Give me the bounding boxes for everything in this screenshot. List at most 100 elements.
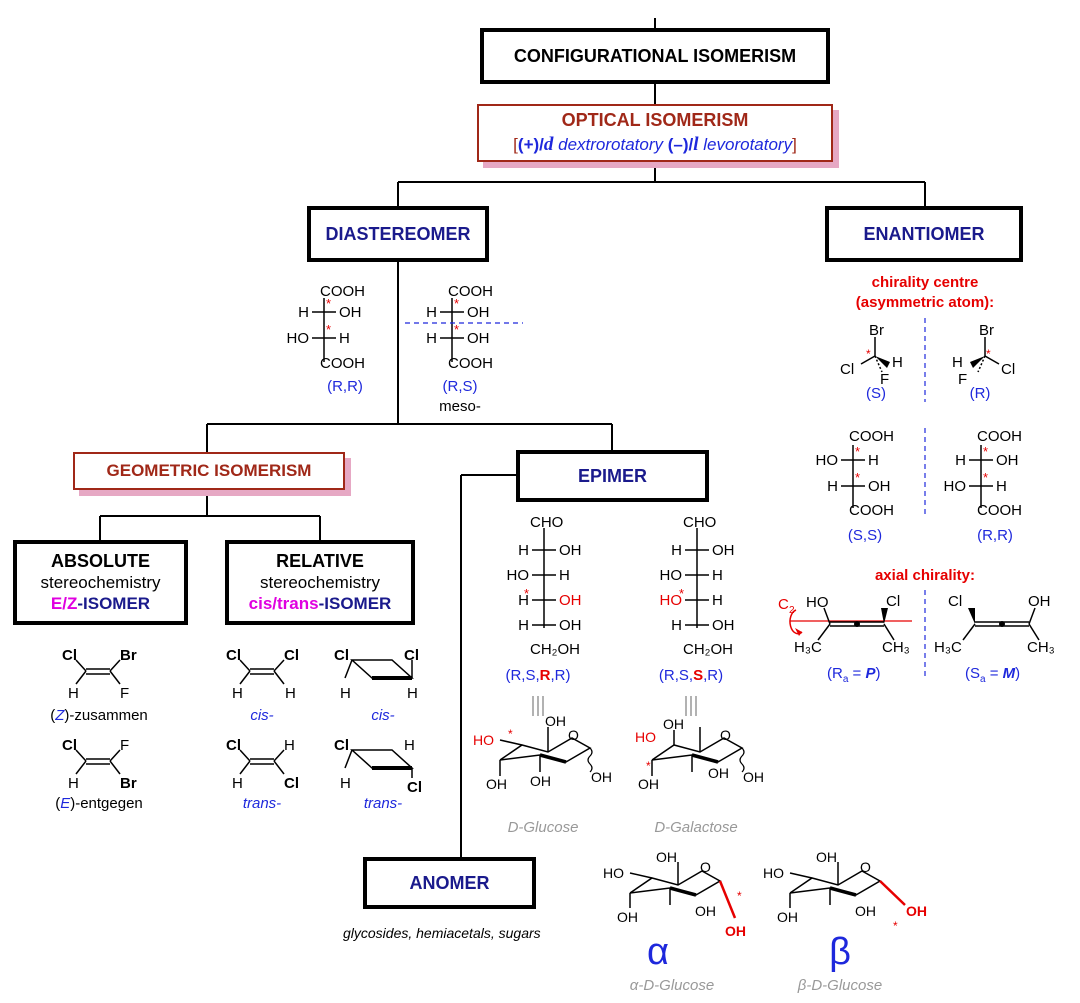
optical-isomerism-box: OPTICAL ISOMERISM [(+)/d dextrorotatory …: [477, 104, 833, 162]
epimer-box: EPIMER: [516, 450, 709, 502]
fischer-top: COOH: [320, 283, 365, 300]
atom-label: H: [68, 775, 79, 792]
beta-glucose-label: β-D-Glucose: [797, 977, 882, 994]
tartaric-rr-fischer: COOH H OH HO H COOH * * (R,R): [287, 283, 366, 395]
glucose-label: D-Glucose: [508, 819, 579, 836]
diastereomer-box: DIASTEREOMER: [307, 206, 489, 262]
stereocentre-star: *: [983, 444, 988, 459]
cis-label: cis-: [371, 707, 394, 724]
fischer-top: COOH: [849, 428, 894, 445]
svg-text:OH: OH: [725, 923, 746, 939]
atom-label: Cl: [404, 647, 419, 664]
fischer-right: H: [339, 330, 350, 347]
trans-alkene: Cl H H Cl trans-: [226, 737, 299, 812]
atom-label: Br: [869, 322, 884, 339]
axial-chirality-title: axial chirality:: [875, 567, 975, 584]
galactose-label: D-Galactose: [654, 819, 737, 836]
fischer-top: COOH: [977, 428, 1022, 445]
relative-stereochemistry-box: RELATIVE stereochemistry cis/trans-ISOME…: [225, 540, 415, 625]
atom-label: H: [404, 737, 415, 754]
chirality-centre-title: (asymmetric atom):: [856, 294, 994, 311]
stereocentre-star: *: [855, 470, 860, 485]
root-label: CONFIGURATIONAL ISOMERISM: [513, 45, 797, 66]
configurational-isomerism-box: CONFIGURATIONAL ISOMERISM: [480, 28, 830, 84]
stereocentre-star: *: [524, 586, 529, 601]
atom-label: Cl: [62, 647, 77, 664]
svg-text:OH: OH: [656, 849, 677, 865]
svg-text:*: *: [893, 919, 898, 933]
glucose-chair: OH HO * O OH OH OH D-Glucose: [473, 713, 612, 836]
atom-label: H: [68, 685, 79, 702]
atom-label: Cl: [226, 647, 241, 664]
stereocentre-star: *: [326, 296, 331, 311]
svg-text:HO: HO: [660, 567, 683, 584]
atom-label: H: [232, 775, 243, 792]
atom-label: Cl: [886, 593, 900, 610]
fischer-top: CHO: [530, 514, 563, 531]
fischer-left: HO: [816, 452, 839, 469]
atom-label: Cl: [284, 647, 299, 664]
svg-text:OH: OH: [559, 542, 582, 559]
ez-isomer-label: E/Z-ISOMER: [50, 594, 151, 613]
config-label: (R,S,S,R): [659, 667, 723, 684]
svg-text:OH: OH: [486, 776, 507, 792]
anomer-note: glycosides, hemiacetals, sugars: [343, 925, 541, 941]
fischer-left: H: [827, 478, 838, 495]
atom-label: H: [952, 354, 963, 371]
fischer-left: H: [426, 330, 437, 347]
cis-trans-isomer-label: cis/trans-ISOMER: [248, 594, 392, 613]
fischer-left: HO: [944, 478, 967, 495]
atom-label: H: [340, 775, 351, 792]
absolute-stereochemistry-box: ABSOLUTE stereochemistry E/Z-ISOMER: [13, 540, 188, 625]
fischer-bottom: COOH: [977, 502, 1022, 519]
config-label: (R,R): [327, 378, 363, 395]
relative-subtitle: stereochemistry: [260, 573, 380, 592]
atom-label: H₃C: [934, 639, 962, 656]
atom-label: F: [120, 737, 129, 754]
atom-label: Cl: [948, 593, 962, 610]
svg-text:*: *: [508, 727, 513, 741]
svg-text:OH: OH: [777, 909, 798, 925]
fischer-top: COOH: [448, 283, 493, 300]
svg-text:*: *: [737, 889, 742, 903]
atom-label: Cl: [284, 775, 299, 792]
svg-text:HO: HO: [635, 729, 656, 745]
svg-text:OH: OH: [559, 617, 582, 634]
stereocentre-star: *: [679, 586, 684, 601]
atom-label: H: [407, 685, 418, 702]
diastereomer-label: DIASTEREOMER: [325, 223, 471, 244]
alpha-glucose-chair: OH HO O OH OH OH * α α-D-Glucose: [603, 849, 746, 994]
stereocentre-star: *: [866, 347, 871, 361]
atom-label: H₃C: [794, 639, 822, 656]
config-label: (S,S): [848, 527, 882, 544]
anomer-label: ANOMER: [409, 872, 490, 893]
epimer-label: EPIMER: [577, 465, 647, 486]
atom-label: Cl: [334, 647, 349, 664]
atom-label: Br: [120, 647, 137, 664]
svg-text:*: *: [646, 759, 651, 773]
config-label: (R,R): [977, 527, 1013, 544]
svg-text:H: H: [712, 567, 723, 584]
c2-subscript: 2: [789, 605, 795, 616]
atom-label: Cl: [407, 779, 422, 796]
svg-text:OH: OH: [617, 909, 638, 925]
config-label: (R): [970, 385, 991, 402]
trans-label: trans-: [243, 795, 281, 812]
fischer-left: H: [955, 452, 966, 469]
svg-text:OH: OH: [545, 713, 566, 729]
fischer-top: CHO: [683, 514, 716, 531]
config-label: (Sa = M): [965, 665, 1020, 685]
svg-text:O: O: [568, 727, 579, 743]
svg-text:H: H: [712, 592, 723, 609]
fischer-right: OH: [868, 478, 891, 495]
svg-text:O: O: [720, 727, 731, 743]
optical-subtitle: [(+)/d dextrorotatory (–)/l levorotatory…: [513, 134, 797, 155]
atom-label: HO: [806, 594, 829, 611]
fischer-left: H: [426, 304, 437, 321]
atom-label: CH₃: [1027, 639, 1055, 656]
svg-text:HO: HO: [660, 592, 683, 609]
enantiomer-label: ENANTIOMER: [863, 223, 985, 244]
stereocentre-star: *: [986, 347, 991, 361]
fischer-right: OH: [467, 304, 490, 321]
